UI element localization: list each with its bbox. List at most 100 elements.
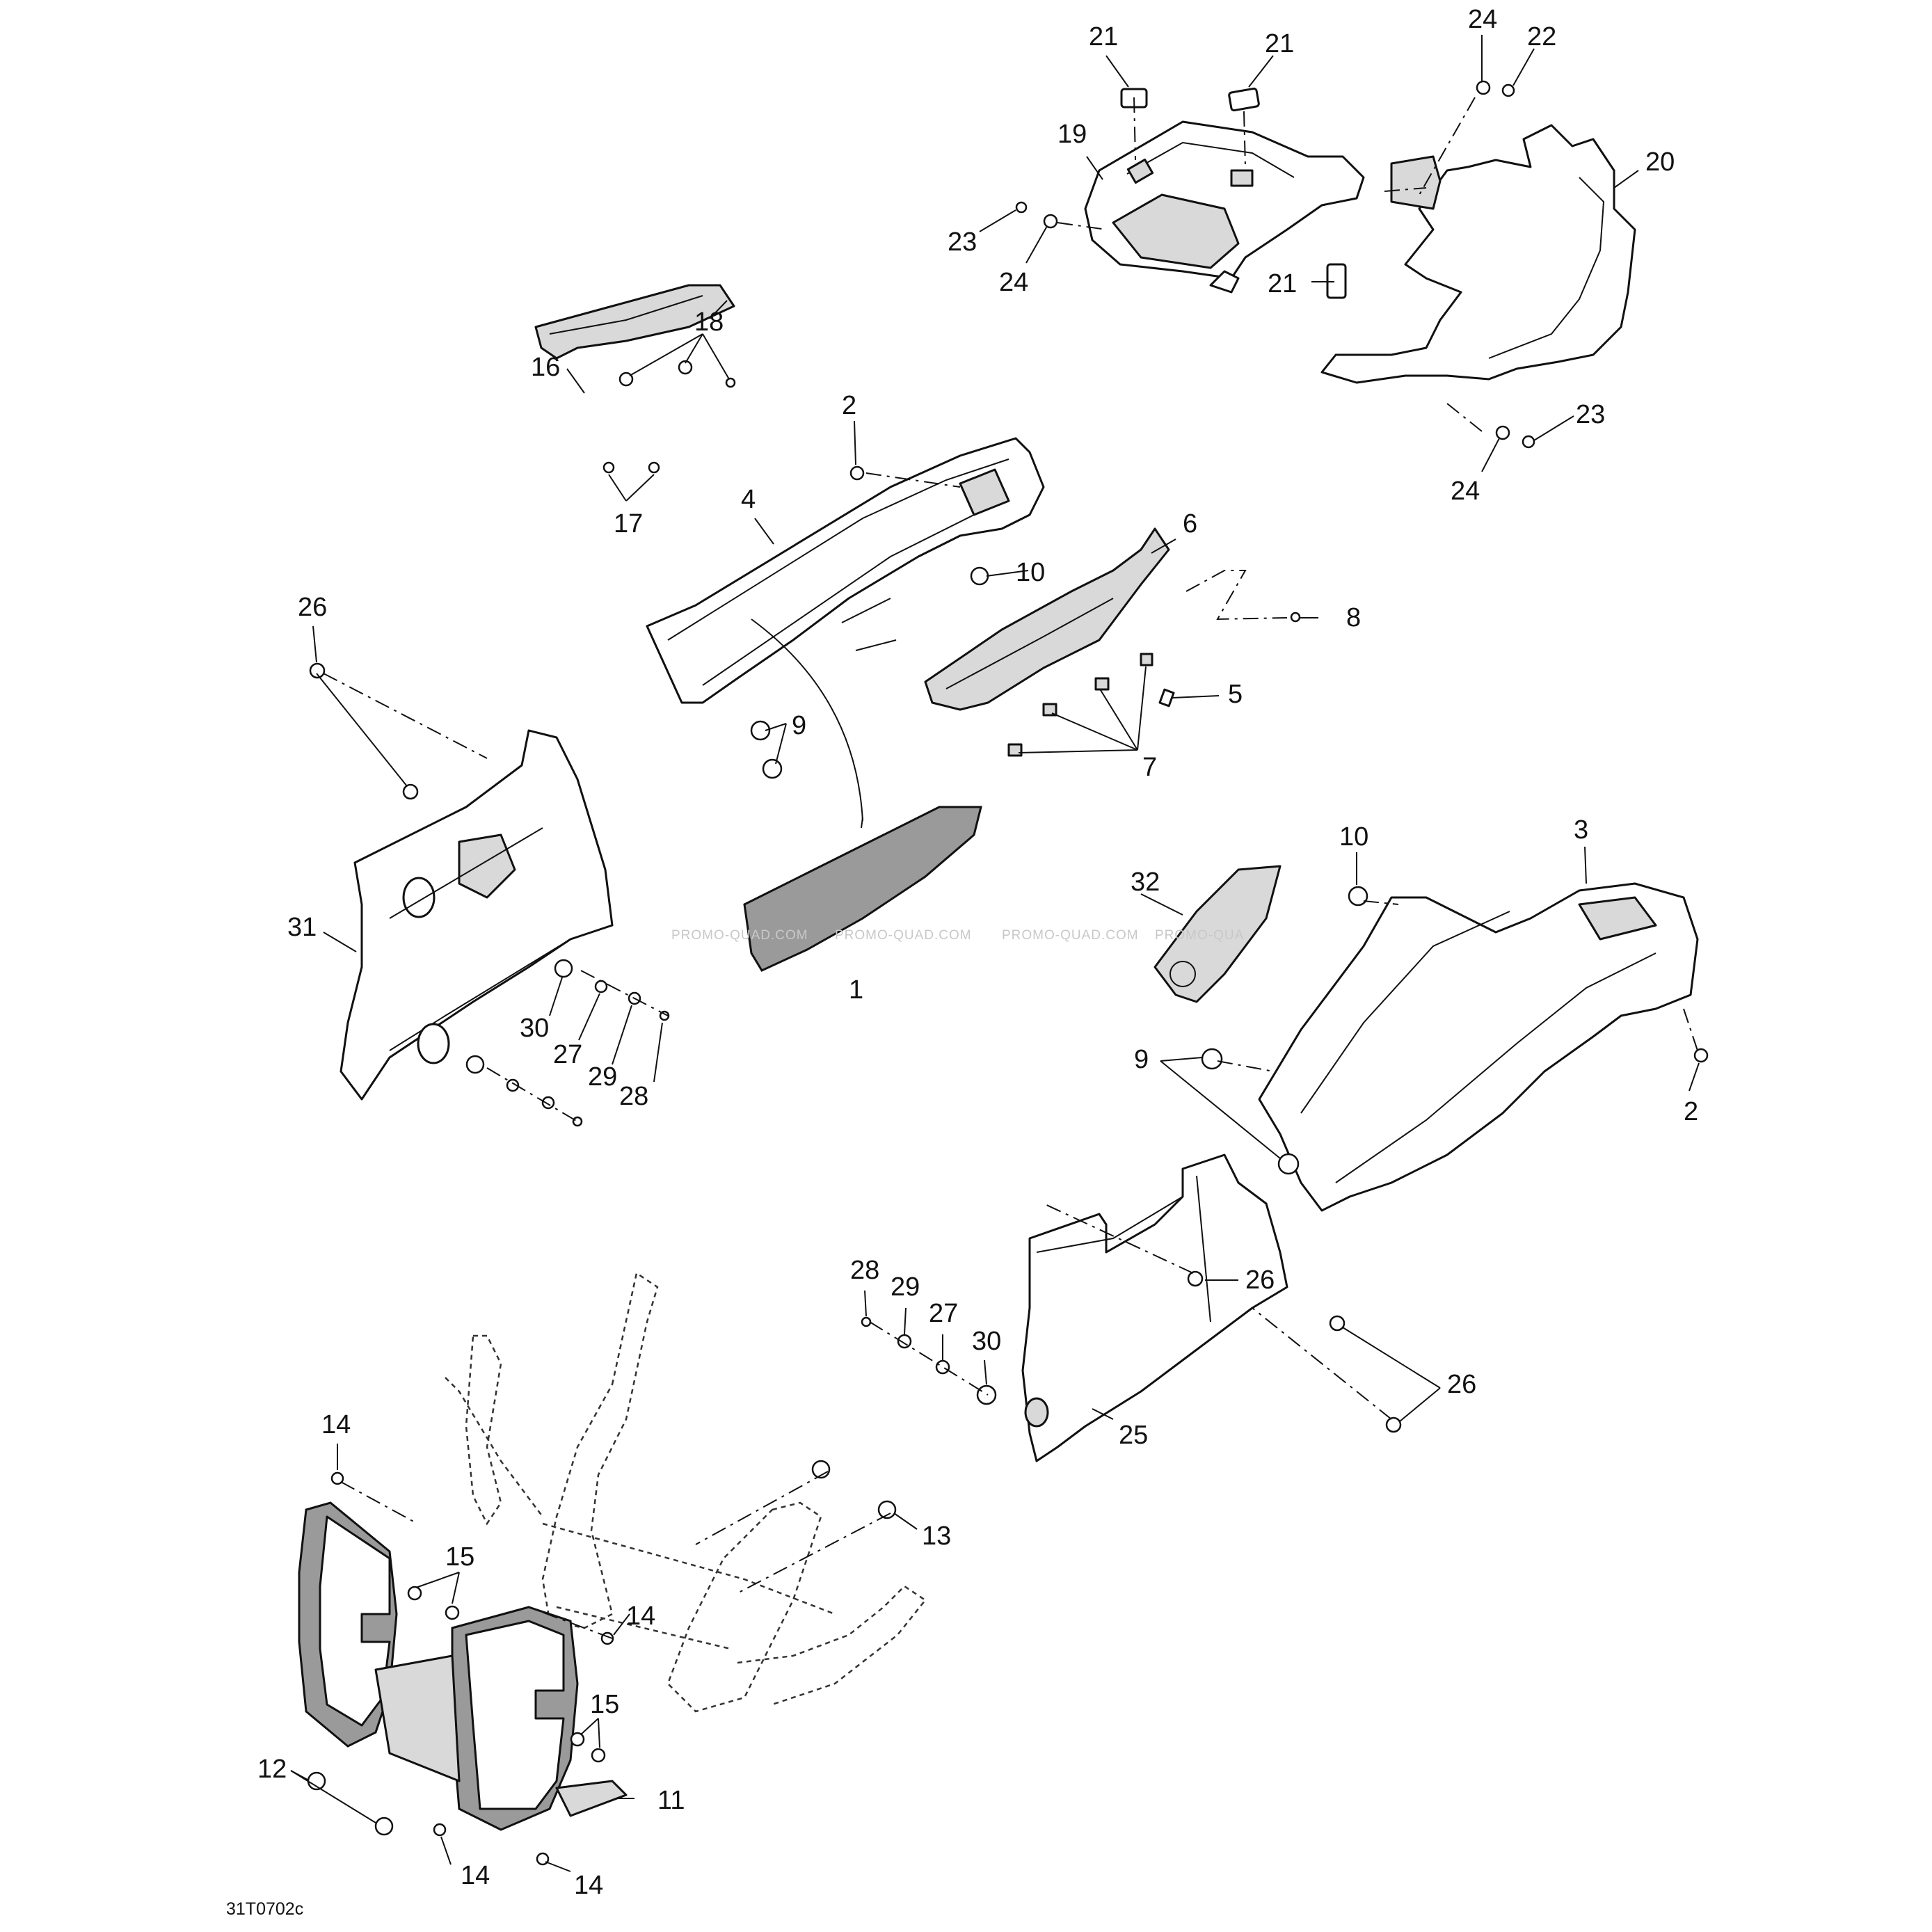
part-27-nut-a [594, 980, 608, 993]
part-27-nut-b [506, 1078, 520, 1092]
part-16-small-panel [534, 284, 735, 360]
callout-24-b: 24 [999, 268, 1028, 297]
callout-15-b: 15 [590, 1690, 619, 1719]
part-7-clip-a [1094, 677, 1110, 691]
part-26-screw-b [402, 783, 419, 800]
part-6-heat-shield [924, 527, 1170, 711]
part-26-screw-d [1329, 1315, 1346, 1332]
callout-27-b: 27 [929, 1299, 958, 1328]
callout-9-top: 9 [792, 711, 806, 740]
callout-10-top: 10 [1016, 558, 1045, 587]
callout-21-c: 21 [1268, 269, 1297, 298]
callout-5: 5 [1228, 680, 1243, 709]
part-12-bolt-b [374, 1817, 394, 1836]
callout-21-a: 21 [1089, 22, 1118, 51]
callout-2-top: 2 [842, 391, 856, 420]
part-7-clip-c [1007, 743, 1023, 757]
callout-28-b: 28 [850, 1256, 879, 1285]
callout-21-b: 21 [1265, 29, 1294, 58]
watermark-text-2: PROMO-QUAD.COM [835, 928, 972, 943]
assembly-lines [323, 97, 1698, 1639]
callout-23-a: 23 [948, 227, 977, 257]
callout-26-b: 26 [1245, 1266, 1275, 1295]
callout-29-b: 29 [891, 1272, 920, 1302]
part-30-grommet-b [465, 1055, 485, 1074]
part-24-washer-a [1043, 214, 1058, 229]
callout-16: 16 [531, 353, 560, 382]
callout-14-d: 14 [574, 1871, 603, 1900]
callout-17: 17 [614, 509, 643, 538]
part-26-screw-e [1385, 1416, 1402, 1433]
leader-lines [290, 35, 1700, 1872]
callout-14-c: 14 [461, 1861, 490, 1890]
callout-14-b: 14 [626, 1602, 655, 1631]
callout-10-right: 10 [1339, 822, 1368, 852]
callout-13: 13 [922, 1522, 951, 1551]
callout-7: 7 [1142, 753, 1157, 782]
part-20-footwell-right [1320, 124, 1636, 384]
part-15-nut-b [445, 1605, 460, 1620]
part-29-washer-b [541, 1096, 555, 1110]
part-2-clip-right [1693, 1048, 1709, 1063]
part-5-clip [1158, 688, 1175, 708]
part-18-nut-b [678, 360, 693, 375]
part-23-screw-a [1015, 201, 1028, 214]
part-18-nut-c [725, 377, 736, 388]
callout-22: 22 [1527, 22, 1556, 51]
part-9-grommet-c [1201, 1048, 1223, 1070]
part-8-clip [1290, 612, 1301, 623]
callout-12: 12 [257, 1755, 287, 1784]
callout-18: 18 [694, 308, 724, 337]
callout-24-c: 24 [1451, 477, 1480, 506]
part-26-screw-a [309, 662, 326, 679]
frame-reference-dashed [445, 1271, 927, 1713]
part-23-screw-b [1522, 435, 1535, 449]
callout-30-a: 30 [520, 1014, 549, 1043]
part-9-grommet-b [762, 758, 783, 779]
callout-31: 31 [287, 913, 317, 942]
part-19-footwell-left [1084, 120, 1365, 294]
callout-9-right: 9 [1134, 1045, 1149, 1074]
part-28-screw-c [861, 1316, 872, 1327]
callout-30-b: 30 [972, 1327, 1001, 1356]
part-7-clip-d [1140, 653, 1153, 666]
part-18-nut-a [618, 372, 634, 387]
part-10-grommet-b [1348, 886, 1368, 907]
watermark-text-3: PROMO-QUAD.COM [1002, 928, 1139, 943]
callout-28-a: 28 [619, 1082, 648, 1111]
callout-26-c: 26 [1447, 1370, 1476, 1399]
part-15-nut-a [407, 1586, 422, 1601]
part-26-screw-c [1187, 1270, 1204, 1287]
part-22-nut [1501, 83, 1515, 97]
callout-29-a: 29 [588, 1062, 617, 1092]
part-17-screw-b [648, 461, 660, 474]
callout-14-a: 14 [321, 1410, 351, 1439]
part-24-washer-b [1476, 80, 1491, 95]
part-10-grommet-a [970, 566, 989, 586]
part-27-nut-c [935, 1359, 950, 1375]
part-25-lower-panel [1021, 1153, 1288, 1462]
callout-4: 4 [741, 485, 756, 514]
callout-1: 1 [849, 975, 863, 1005]
part-14-bolt-c [433, 1823, 447, 1837]
part-4-side-panel [646, 437, 1045, 704]
callout-11: 11 [657, 1786, 685, 1815]
callout-labels: 1 2 2 3 4 5 6 7 8 9 9 10 10 11 12 13 14 … [257, 5, 1698, 1900]
callout-19: 19 [1057, 120, 1087, 149]
callout-3: 3 [1574, 815, 1588, 845]
callout-15-a: 15 [445, 1542, 474, 1572]
callout-8: 8 [1346, 603, 1361, 632]
callout-6: 6 [1183, 509, 1197, 538]
part-3-right-panel [1258, 882, 1699, 1212]
part-24-washer-c [1495, 425, 1510, 440]
part-17-screw-a [602, 461, 615, 474]
part-32-bracket [1153, 865, 1282, 1003]
callout-32: 32 [1131, 868, 1160, 897]
part-9-grommet-d [1277, 1153, 1300, 1175]
part-2-clip-top [849, 465, 865, 481]
callout-25: 25 [1119, 1421, 1148, 1450]
watermark-text-1: PROMO-QUAD.COM [671, 928, 808, 943]
callout-2-right: 2 [1684, 1097, 1698, 1126]
part-7-clip-b [1042, 703, 1057, 717]
